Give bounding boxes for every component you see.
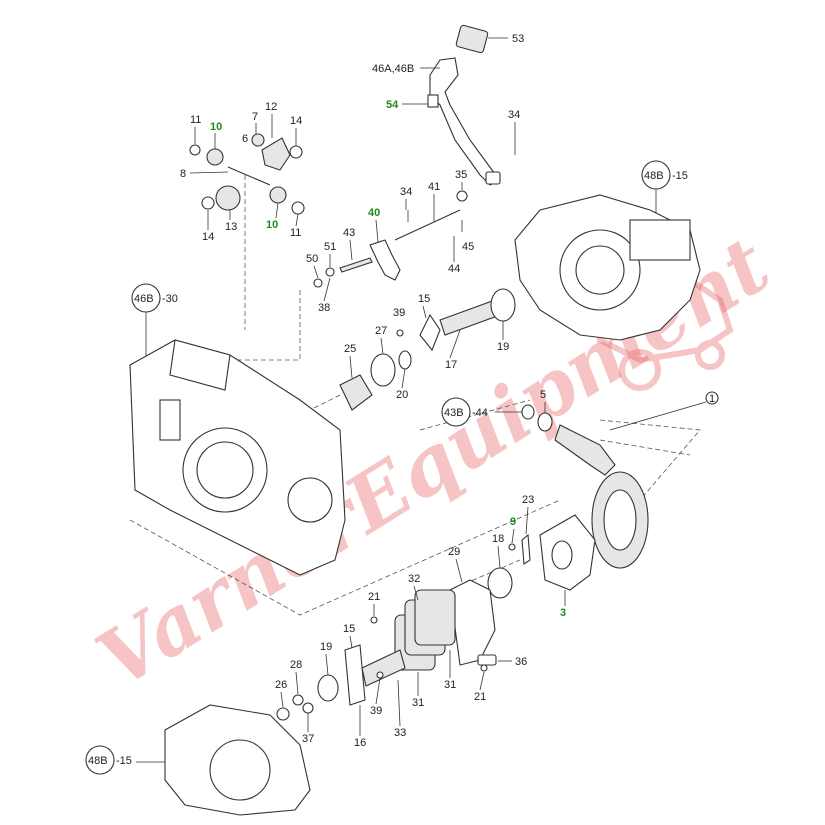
- svg-text:1: 1: [709, 393, 715, 405]
- callout-1: 1: [609, 391, 719, 431]
- main-shaft-stack: [361, 589, 497, 687]
- output-shaft-assembly: [276, 644, 366, 721]
- label-53: 53: [512, 33, 524, 45]
- callout-48b-15-bottom: 48B -15: [85, 745, 165, 775]
- svg-text:-15: -15: [672, 170, 688, 182]
- label-3: 3: [560, 607, 566, 619]
- svg-text:-30: -30: [162, 293, 178, 305]
- label-39-bottom: 39: [370, 705, 382, 717]
- label-33: 33: [394, 727, 406, 739]
- label-17: 17: [445, 359, 457, 371]
- ring-gear: [591, 471, 649, 569]
- label-31-right: 31: [444, 679, 456, 691]
- counter-shaft-assembly: [339, 288, 516, 411]
- label-16: 16: [354, 737, 366, 749]
- label-44: 44: [448, 263, 460, 275]
- label-40: 40: [368, 207, 380, 219]
- label-32: 32: [408, 573, 420, 585]
- label-14-bottom: 14: [202, 231, 214, 243]
- label-21-bottom: 21: [474, 691, 486, 703]
- label-43: 43: [343, 227, 355, 239]
- label-14-top: 14: [290, 115, 302, 127]
- transmission-case: [129, 339, 346, 576]
- label-15-bottom: 15: [343, 623, 355, 635]
- label-19-top: 19: [497, 341, 509, 353]
- svg-text:43B: 43B: [444, 407, 464, 419]
- label-34-mid: 34: [400, 186, 412, 198]
- label-46a-46b: 46A,46B: [372, 63, 414, 75]
- svg-text:48B: 48B: [644, 170, 664, 182]
- svg-text:-15: -15: [116, 755, 132, 767]
- label-45: 45: [462, 241, 474, 253]
- housing-lower-left: [164, 704, 311, 816]
- label-29: 29: [448, 546, 460, 558]
- label-37: 37: [302, 733, 314, 745]
- shift-fork-assembly: [313, 190, 468, 288]
- label-19-bottom: 19: [320, 641, 332, 653]
- label-20: 20: [396, 389, 408, 401]
- label-23: 23: [522, 494, 534, 506]
- callout-46b-30: 46B -30: [131, 283, 178, 360]
- label-6: 6: [242, 133, 248, 145]
- callout-43b-44: 43B -44: [441, 397, 525, 427]
- label-26: 26: [275, 679, 287, 691]
- label-7: 7: [252, 111, 258, 123]
- svg-text:48B: 48B: [88, 755, 108, 767]
- label-10-top: 10: [210, 121, 222, 133]
- svg-text:-44: -44: [472, 407, 488, 419]
- differential-case-assembly: [449, 514, 596, 666]
- label-31-bottom: 31: [412, 697, 424, 709]
- label-50: 50: [306, 253, 318, 265]
- label-41: 41: [428, 181, 440, 193]
- label-39-top: 39: [393, 307, 405, 319]
- housing-upper-right: [514, 194, 701, 341]
- label-10-bottom: 10: [266, 219, 278, 231]
- label-8: 8: [180, 168, 186, 180]
- label-34-top: 34: [508, 109, 520, 121]
- label-11-top: 11: [190, 114, 201, 126]
- label-13: 13: [225, 221, 237, 233]
- label-12: 12: [265, 101, 277, 113]
- label-18: 18: [492, 533, 504, 545]
- label-28: 28: [290, 659, 302, 671]
- svg-text:46B: 46B: [134, 293, 154, 305]
- label-54: 54: [386, 99, 399, 111]
- label-35: 35: [455, 169, 467, 181]
- brake-pedal-assembly: [427, 24, 516, 186]
- label-9: 9: [510, 516, 516, 528]
- label-25: 25: [344, 343, 356, 355]
- label-27: 27: [375, 325, 387, 337]
- label-38: 38: [318, 302, 330, 314]
- label-21-top: 21: [368, 591, 380, 603]
- label-36: 36: [515, 656, 527, 668]
- label-15-top: 15: [418, 293, 430, 305]
- label-5: 5: [540, 389, 546, 401]
- callout-48b-15-top: 48B -15: [641, 160, 688, 215]
- differential-gear-cluster: [189, 133, 305, 215]
- label-51: 51: [324, 241, 336, 253]
- label-11-bottom: 11: [290, 227, 301, 239]
